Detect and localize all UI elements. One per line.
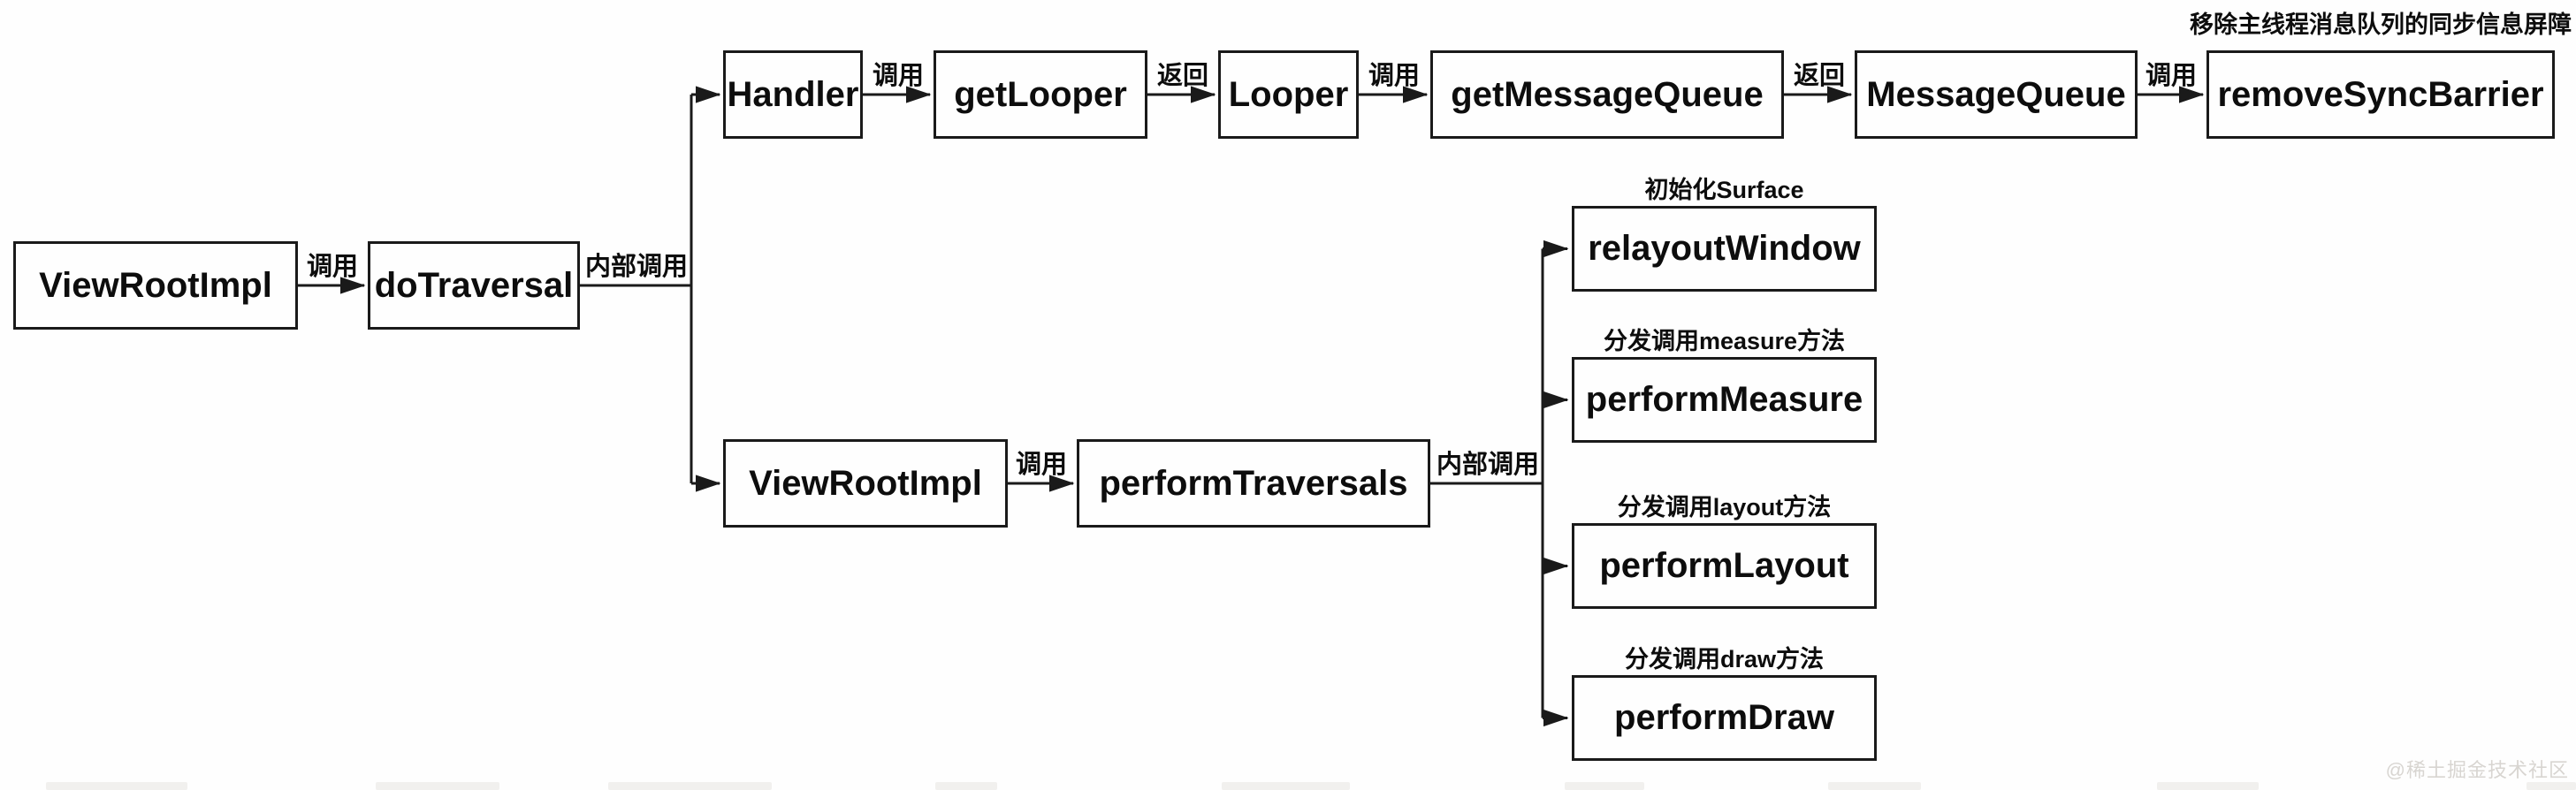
node-perform-measure: performMeasure [1572,357,1877,443]
edge-label-7: 调用 [1015,451,1068,479]
cropped-text-remnant-8 [2526,782,2576,790]
node-looper: Looper [1218,50,1359,139]
node-label-perform-traversals: performTraversals [1099,463,1408,503]
node-view-root-impl-1: ViewRootImpl [13,241,298,330]
node-label-perform-measure: performMeasure [1585,380,1863,419]
cropped-text-remnant-5 [1565,782,1644,790]
node-get-message-queue: getMessageQueue [1430,50,1784,139]
node-label-message-queue: MessageQueue [1866,74,2126,114]
node-message-queue: MessageQueue [1855,50,2138,139]
cropped-text-remnant-1 [376,782,499,790]
cropped-text-remnant-2 [608,782,772,790]
edge-label-3: 返回 [1156,62,1209,90]
edge-label-2: 调用 [872,62,925,90]
edge-label-1: 内部调用 [584,253,689,281]
node-label-looper: Looper [1228,74,1349,114]
cropped-text-remnant-0 [46,782,187,790]
node-label-perform-layout: performLayout [1599,546,1849,585]
node-label-view-root-impl-1: ViewRootImpl [39,265,272,305]
node-caption-relayout-window: 初始化Surface [1644,177,1804,203]
cropped-text-remnant-7 [2157,782,2259,790]
node-perform-traversals: performTraversals [1077,439,1430,528]
node-perform-draw: performDraw [1572,675,1877,761]
node-view-root-impl-2: ViewRootImpl [723,439,1008,528]
edge-label-8: 内部调用 [1436,451,1540,479]
node-label-view-root-impl-2: ViewRootImpl [749,463,982,503]
cropped-text-remnant-3 [935,782,997,790]
node-caption-perform-measure: 分发调用measure方法 [1603,328,1846,354]
node-caption-perform-layout: 分发调用layout方法 [1617,494,1832,520]
node-handler: Handler [723,50,863,139]
watermark: @稀土掘金技术社区 [2385,759,2569,781]
node-do-traversal: doTraversal [368,241,580,330]
cropped-text-remnant-6 [1828,782,1921,790]
node-label-remove-sync-barrier: removeSyncBarrier [2217,74,2544,114]
node-get-looper: getLooper [934,50,1147,139]
edge-label-6: 调用 [2145,62,2198,90]
edge-label-4: 调用 [1368,62,1421,90]
node-caption-remove-sync-barrier: 移除主线程消息队列的同步信息屏障 [2190,11,2572,38]
node-label-do-traversal: doTraversal [374,265,574,305]
edge-label-0: 调用 [306,253,359,281]
node-label-handler: Handler [727,74,859,114]
node-caption-perform-draw: 分发调用draw方法 [1624,646,1825,672]
node-label-relayout-window: relayoutWindow [1588,229,1861,268]
node-label-perform-draw: performDraw [1614,698,1834,737]
node-remove-sync-barrier: removeSyncBarrier [2206,50,2555,139]
node-relayout-window: relayoutWindow [1572,206,1877,292]
edge-label-5: 返回 [1793,62,1846,90]
node-perform-layout: performLayout [1572,523,1877,609]
node-label-get-looper: getLooper [954,74,1127,114]
cropped-text-remnant-4 [1222,782,1350,790]
node-label-get-message-queue: getMessageQueue [1451,74,1764,114]
